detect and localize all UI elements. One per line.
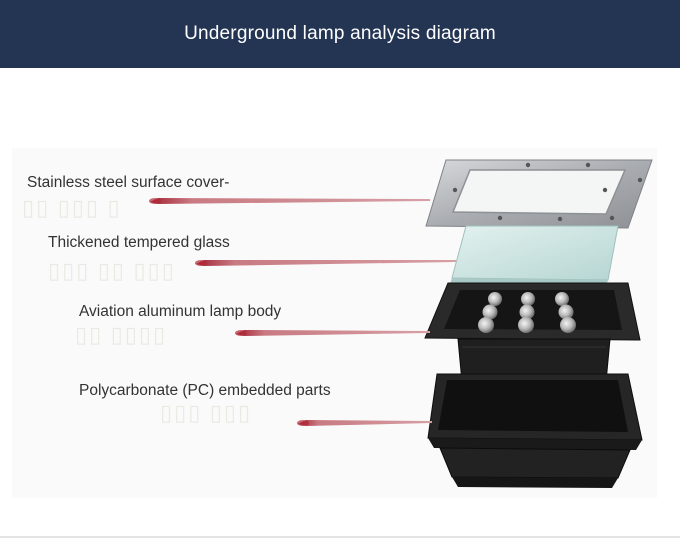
arrow-body bbox=[235, 330, 430, 336]
arrow-glass bbox=[195, 260, 456, 266]
background-texture: ▯▯ ▯▯▯ ▯ bbox=[22, 195, 122, 220]
led-lenses bbox=[478, 292, 576, 333]
label-lamp-body: Aviation aluminum lamp body bbox=[79, 303, 282, 320]
stainless-cover bbox=[425, 159, 653, 229]
aluminum-lamp-body bbox=[424, 282, 641, 383]
arrow-cover bbox=[149, 198, 430, 204]
arrow-parts bbox=[297, 420, 432, 426]
background-texture: ▯▯▯ ▯▯▯ bbox=[160, 400, 253, 425]
divider bbox=[0, 536, 680, 538]
pc-embedded-box bbox=[427, 373, 643, 488]
tempered-glass bbox=[450, 225, 619, 286]
label-tempered-glass: Thickened tempered glass bbox=[48, 234, 230, 251]
background-texture: ▯▯ ▯▯▯▯ bbox=[75, 322, 168, 347]
title-banner: Underground lamp analysis diagram bbox=[0, 0, 680, 68]
label-stainless-cover: Stainless steel surface cover- bbox=[27, 174, 230, 191]
background-texture: ▯▯▯ ▯▯ ▯▯▯ bbox=[48, 258, 176, 283]
page-title: Underground lamp analysis diagram bbox=[184, 23, 496, 44]
label-embedded-parts: Polycarbonate (PC) embedded parts bbox=[79, 382, 331, 399]
